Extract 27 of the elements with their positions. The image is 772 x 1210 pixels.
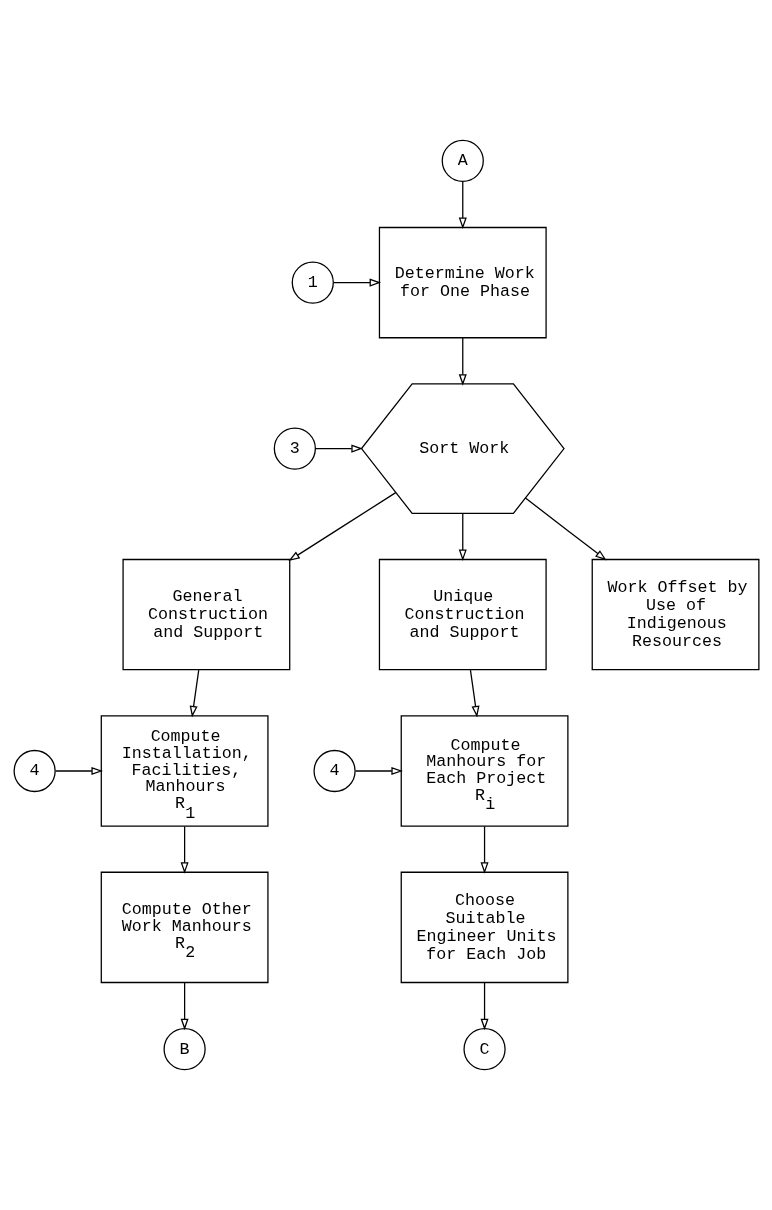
arrow xyxy=(314,444,363,453)
arrow xyxy=(480,982,489,1031)
node-circle: 4 xyxy=(312,749,356,793)
arrow xyxy=(287,492,396,562)
arrow xyxy=(54,766,103,776)
node-box: Determine Work for One Phase xyxy=(378,226,547,339)
node-circle: C xyxy=(462,1028,506,1071)
node-box: Work Offset by Use of Indigenous Resources xyxy=(591,558,759,671)
node-circle: B xyxy=(162,1028,206,1071)
node-box: General Construction and Support xyxy=(121,558,290,671)
arrow xyxy=(458,337,467,386)
arrow xyxy=(354,766,403,776)
arrow xyxy=(332,278,381,287)
node-box: Unique Construction and Support xyxy=(378,558,547,671)
arrow xyxy=(480,825,489,874)
node-circle: A xyxy=(441,139,484,182)
node-circle: 3 xyxy=(273,427,316,470)
arrow xyxy=(458,181,467,230)
arrow xyxy=(458,512,467,562)
arrow xyxy=(469,669,480,718)
arrow xyxy=(189,669,199,718)
arrow xyxy=(524,497,607,561)
node-box: Choose Suitable Engineer Units for Each Job xyxy=(400,871,568,984)
arrow xyxy=(180,982,189,1031)
node-circle: 4 xyxy=(13,749,56,793)
arrow xyxy=(180,825,189,874)
node-circle: 1 xyxy=(291,261,334,304)
